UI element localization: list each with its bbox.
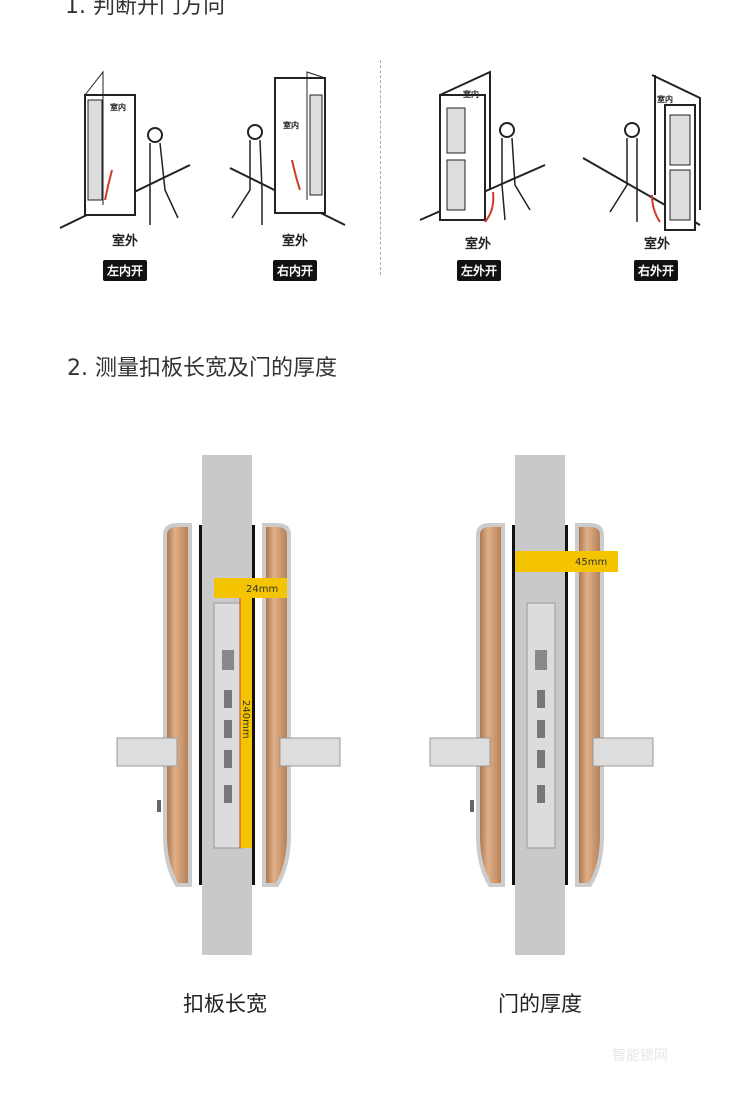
section1-title: 1. 判断开门方向	[65, 0, 225, 19]
door2-inside-label: 室内	[283, 120, 299, 130]
door4-type-badge: 右外开	[633, 260, 679, 281]
lock-door-thickness	[428, 453, 655, 957]
door2-type-badge: 右内开	[272, 260, 318, 281]
watermark-logo: 智能锁网	[612, 1048, 668, 1064]
caption-door-thickness: 门的厚度	[498, 992, 582, 1016]
door1-type-badge: 左内开	[102, 260, 148, 281]
door2-outside-label: 室外	[281, 234, 309, 249]
thickness-measure-bar	[515, 551, 618, 572]
door3-type-badge: 左外开	[456, 260, 502, 281]
door4-outside-label: 室外	[643, 237, 671, 252]
length-measure-label: 240mm	[240, 700, 251, 739]
door-right-outward	[582, 74, 701, 231]
width-measure-bar	[214, 578, 287, 598]
length-measure-bar	[240, 598, 252, 848]
door-diagrams: 室内 室内 室内 室内	[59, 70, 701, 231]
door-right-inward	[229, 71, 346, 226]
door1-outside-label: 室外	[111, 234, 139, 249]
lock-strike-plate	[115, 453, 342, 957]
section2-title: 2. 测量扣板长宽及门的厚度	[67, 356, 337, 381]
thickness-measure-label: 45mm	[575, 557, 607, 568]
door-left-inward	[59, 70, 191, 229]
door3-inside-label: 室内	[463, 89, 479, 99]
caption-strike-plate: 扣板长宽	[183, 992, 267, 1016]
divider	[380, 60, 381, 275]
width-measure-label: 24mm	[246, 584, 278, 595]
door3-outside-label: 室外	[464, 237, 492, 252]
door4-inside-label: 室内	[657, 94, 673, 104]
door1-inside-label: 室内	[110, 102, 126, 112]
door-left-outward	[419, 70, 546, 223]
